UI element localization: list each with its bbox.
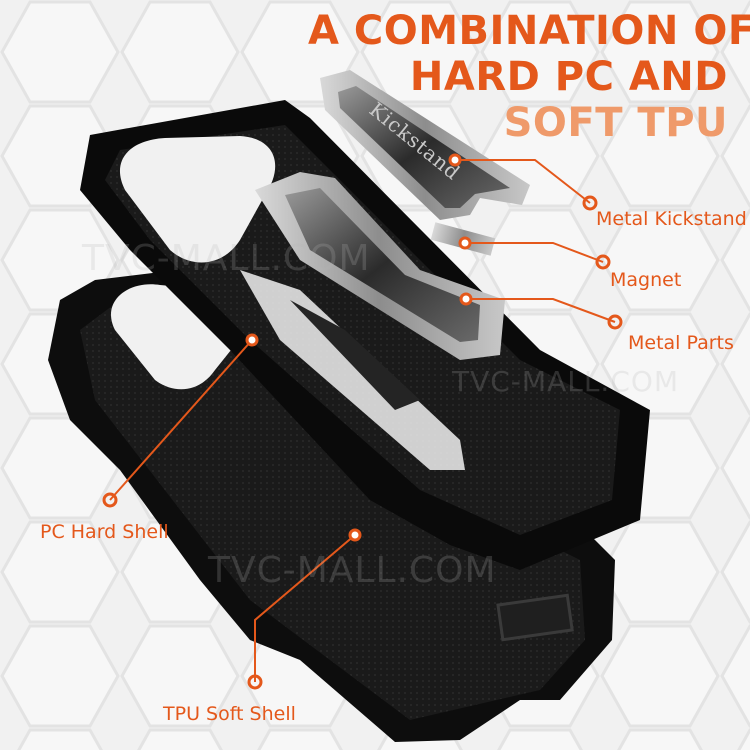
headline-line-2: HARD PC AND [409,54,728,100]
label-magnet: Magnet [610,269,682,291]
label-tpu-soft-shell: TPU Soft Shell [163,703,296,725]
label-metal-kickstand: Metal Kickstand [596,208,747,230]
callout-lines [109,159,616,682]
headline: A COMBINATION OF HARD PC AND SOFT TPU [308,8,750,146]
pc-hard-shell [80,100,650,570]
watermark-right: TVC-MALL.COM [452,365,680,398]
watermark-bottom: TVC-MALL.COM [208,550,497,591]
tpu-soft-shell [48,255,615,742]
label-pc-hard-shell: PC Hard Shell [40,521,169,543]
headline-line-1: A COMBINATION OF [308,8,750,54]
watermark-top-left: TVC-MALL.COM [82,238,371,279]
headline-line-3: SOFT TPU [503,100,728,146]
callout-dots [102,153,623,690]
metal-kickstand: Kickstand [320,70,530,220]
label-metal-parts: Metal Parts [628,332,734,354]
